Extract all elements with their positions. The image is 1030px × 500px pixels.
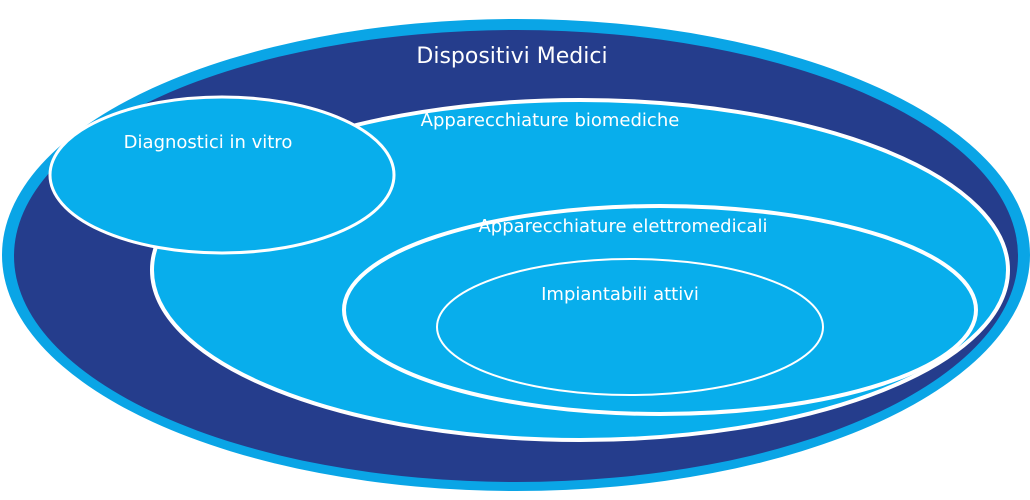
set-impiantabili-attivi <box>436 258 824 396</box>
label-dispositivi-medici: Dispositivi Medici <box>416 44 607 69</box>
set-apparecchiature-elettromedicali <box>342 204 978 416</box>
label-impiantabili-attivi: Impiantabili attivi <box>541 284 699 305</box>
set-diagnostici-in-vitro <box>48 95 396 255</box>
label-apparecchiature-elettromedicali: Apparecchiature elettromedicali <box>478 216 767 237</box>
label-apparecchiature-biomediche: Apparecchiature biomediche <box>421 110 680 131</box>
label-diagnostici-in-vitro: Diagnostici in vitro <box>124 132 293 153</box>
